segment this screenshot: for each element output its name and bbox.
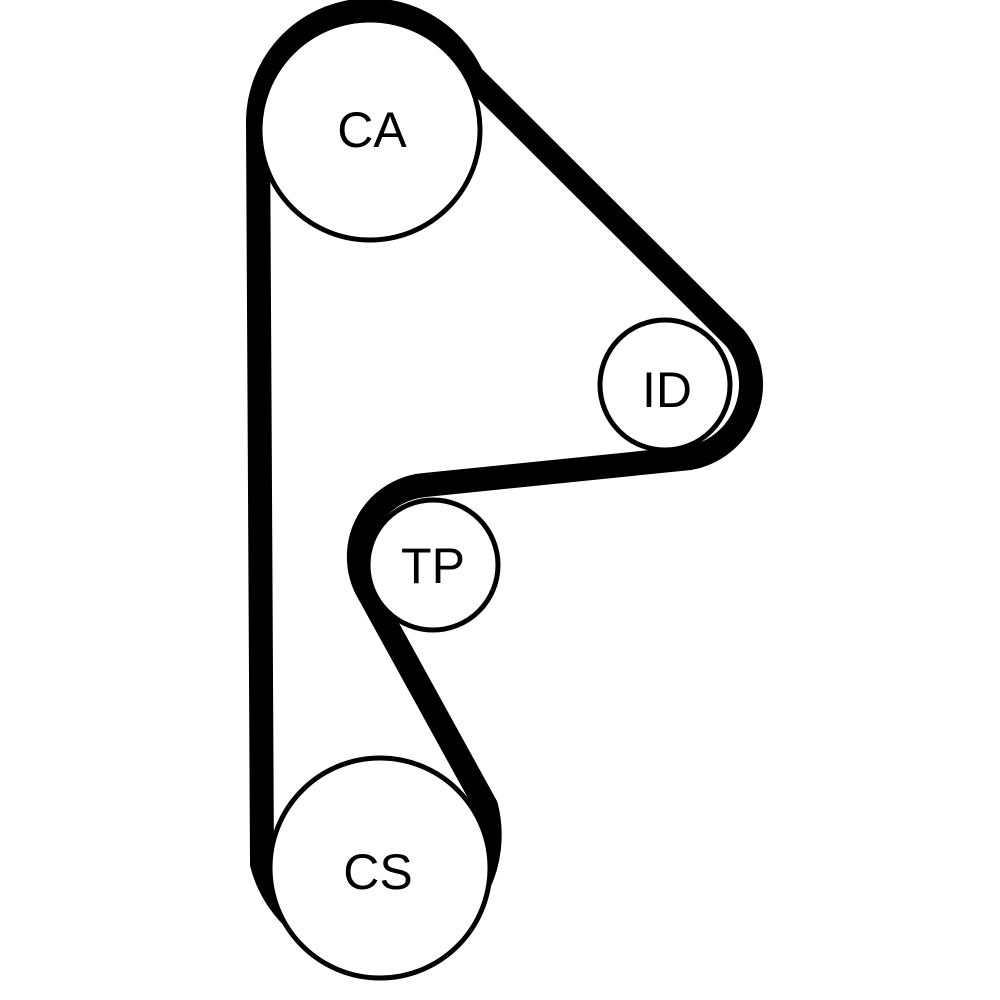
tensioner-pulley: TP xyxy=(365,497,501,633)
idler-pulley: ID xyxy=(597,317,733,453)
crankshaft-pulley: CS xyxy=(267,755,493,981)
idler-pulley-circle xyxy=(597,317,733,453)
camshaft-pulley: CA xyxy=(257,17,483,243)
tensioner-pulley-label: TP xyxy=(401,538,465,594)
tensioner-pulley-circle xyxy=(365,497,501,633)
camshaft-pulley-circle xyxy=(257,17,483,243)
camshaft-pulley-label: CA xyxy=(337,102,407,158)
crankshaft-pulley-label: CS xyxy=(343,844,412,900)
crankshaft-pulley-circle xyxy=(267,755,493,981)
idler-pulley-label: ID xyxy=(642,362,692,418)
